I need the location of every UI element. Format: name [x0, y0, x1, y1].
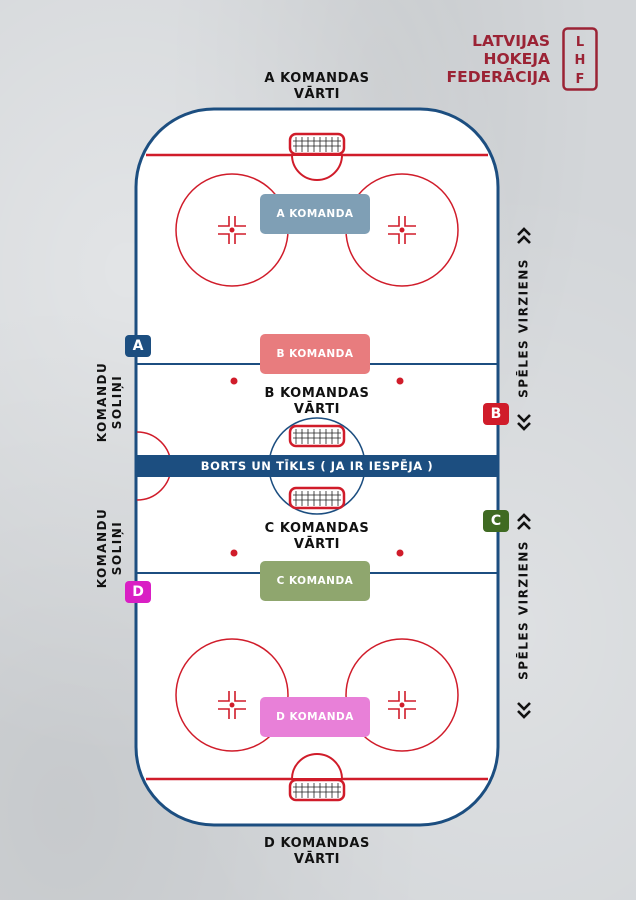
chevron-down-icon — [517, 414, 531, 431]
net-c — [288, 486, 346, 510]
faceoff-dots — [229, 227, 405, 708]
logo-mark-letter-f: F — [576, 72, 585, 87]
goal-label-c: C KOMANDAS VĀRTI — [264, 521, 370, 552]
logo-mark-letter-l: L — [576, 35, 584, 50]
team-zone-c: C KOMANDA — [260, 561, 370, 601]
team-zone-d: D KOMANDA — [260, 697, 370, 737]
bench-label-upper: KOMANDU SOLIŅI — [95, 361, 124, 443]
bench-badge-a: A — [125, 335, 151, 357]
goal-label-b: B KOMANDAS VĀRTI — [264, 386, 370, 417]
net-b — [288, 424, 346, 448]
goal-label-a: A KOMANDAS VĀRTI — [264, 71, 370, 102]
bench-badge-d: D — [125, 581, 151, 603]
federation-name: LATVIJAS HOKEJA FEDERĀCIJA — [400, 32, 550, 86]
crease-bottom — [290, 753, 344, 780]
play-direction-upper: SPĒLES VIRZIENS — [516, 258, 531, 398]
logo-line-3: FEDERĀCIJA — [446, 68, 550, 86]
chevron-down-icon — [517, 702, 531, 719]
bench-label-lower: KOMANDU SOLIŅI — [95, 507, 124, 589]
chevron-up-icon — [517, 227, 531, 244]
faceoff-circle-bottom-left — [175, 638, 289, 752]
play-direction-lower: SPĒLES VIRZIENS — [516, 540, 531, 680]
goal-label-d: D KOMANDAS VĀRTI — [264, 836, 370, 867]
net-top — [288, 132, 346, 156]
net-bottom — [288, 778, 346, 802]
hash-marks — [218, 216, 416, 719]
logo-line-1: LATVIJAS — [472, 32, 550, 50]
team-zone-a: A KOMANDA — [260, 194, 370, 234]
bench-badge-c: C — [483, 510, 509, 532]
team-zone-b: B KOMANDA — [260, 334, 370, 374]
chevron-up-icon — [517, 513, 531, 530]
logo-line-2: HOKEJA — [483, 50, 550, 68]
faceoff-circle-bottom-right — [345, 638, 459, 752]
divider-band: BORTS UN TĪKLS ( JA IR IESPĒJA ) — [136, 455, 498, 477]
logo-mark-letter-h: H — [575, 53, 586, 68]
lhf-logo-icon: L H F — [562, 27, 598, 91]
bench-badge-b: B — [483, 403, 509, 425]
crease-top — [290, 154, 344, 181]
